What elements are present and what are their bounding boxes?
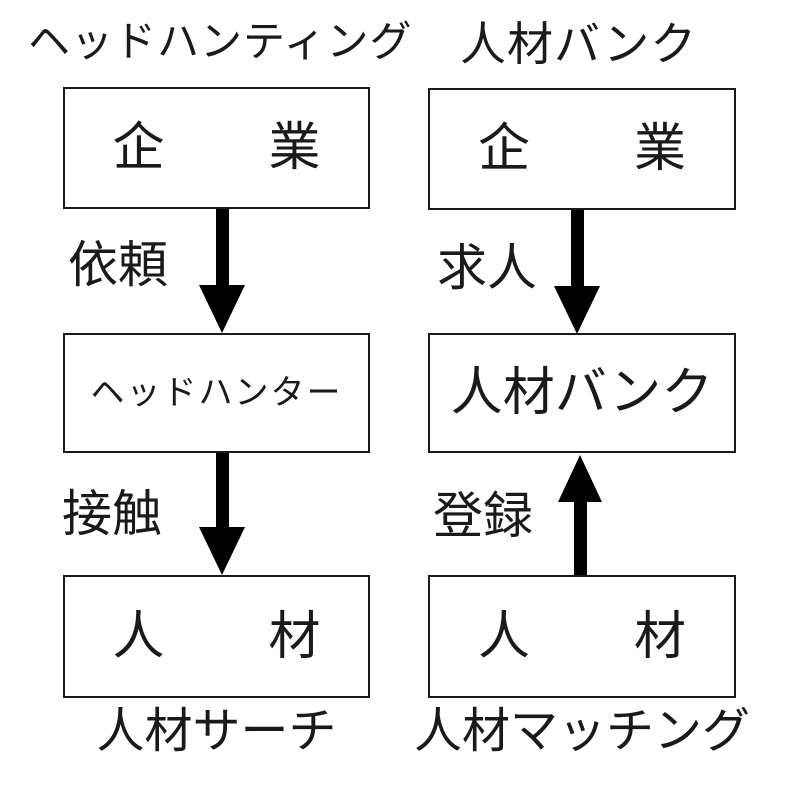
company-box-right: 企 業 bbox=[428, 88, 736, 210]
talent-box-right: 人 材 bbox=[428, 575, 736, 698]
company-box-left: 企 業 bbox=[63, 87, 370, 209]
column-headhunting-title: ヘッドハンティング bbox=[28, 17, 413, 66]
talent-box-left: 人 材 bbox=[63, 575, 370, 698]
request-label: 依頼 bbox=[68, 236, 168, 294]
talent-matching-caption: 人材マッチング bbox=[414, 703, 751, 759]
talent-matching-caption-wrap: 人材マッチング bbox=[414, 707, 750, 755]
talent-search-caption: 人材サーチ bbox=[96, 703, 337, 759]
talent-box-left-label: 人 材 bbox=[112, 606, 321, 667]
jinzai-bank-box: 人材バンク bbox=[428, 333, 736, 453]
headhunter-box: ヘッドハンター bbox=[63, 333, 370, 453]
talent-search-caption-wrap: 人材サーチ bbox=[63, 707, 370, 755]
jinzai-bank-box-label: 人材バンク bbox=[450, 363, 714, 423]
column-jinzai-bank-title: 人材バンク bbox=[460, 17, 698, 71]
company-box-left-label: 企 業 bbox=[112, 118, 321, 178]
talent-box-right-label: 人 材 bbox=[477, 606, 686, 667]
headhunter-box-label: ヘッドハンター bbox=[90, 373, 343, 413]
company-box-right-label: 企 業 bbox=[477, 119, 686, 179]
job-offer-label: 求人 bbox=[437, 239, 537, 297]
register-label: 登録 bbox=[433, 487, 533, 545]
contact-label: 接触 bbox=[62, 485, 162, 543]
